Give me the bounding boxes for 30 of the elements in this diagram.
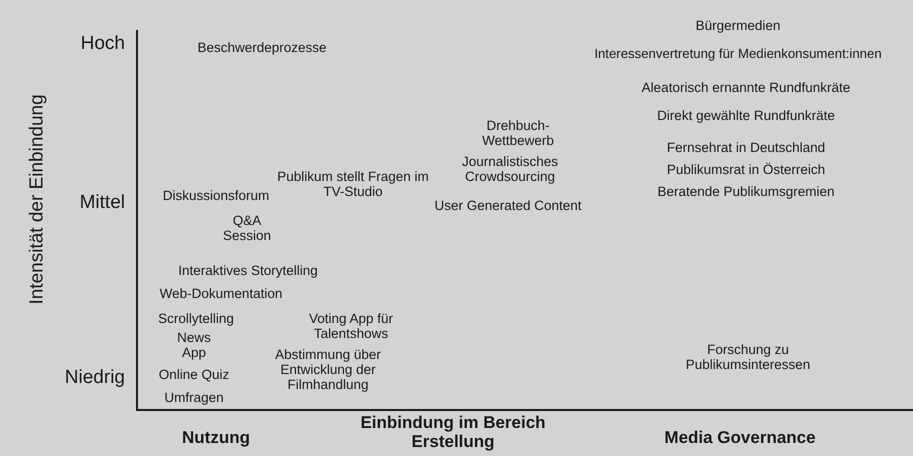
item-label: Aleatorisch ernannte Rundfunkräte xyxy=(640,81,852,96)
item-label: Interaktives Storytelling xyxy=(177,264,319,279)
item-label: Journalistisches Crowdsourcing xyxy=(460,155,560,185)
item-label: News App xyxy=(176,331,212,361)
item-label: Voting App für Talentshows xyxy=(308,312,394,342)
axis-title: Intensität der Einbindung xyxy=(28,93,48,307)
axis-tick-label: Niedrig xyxy=(64,368,125,389)
axis-tick-label: Mittel xyxy=(80,193,125,214)
item-label: User Generated Content xyxy=(433,199,583,214)
item-label: Beratende Publikumsgremien xyxy=(656,185,836,200)
item-label: Publikum stellt Fragen im TV-Studio xyxy=(276,170,430,200)
category-label: Media Governance xyxy=(663,429,817,448)
item-label: Umfragen xyxy=(163,391,225,406)
axis-tick-label: Hoch xyxy=(80,34,125,55)
item-label: Drehbuch- Wettbewerb xyxy=(481,119,555,149)
category-label: Einbindung im Bereich Erstellung xyxy=(359,414,547,452)
item-label: Beschwerdeprozesse xyxy=(196,41,328,56)
item-label: Web-Dokumentation xyxy=(158,287,284,302)
item-label: Forschung zu Publikumsinteressen xyxy=(684,343,812,373)
item-label: Diskussionsforum xyxy=(162,189,270,204)
item-label: Q&A Session xyxy=(222,214,272,244)
item-label: Bürgermedien xyxy=(694,19,782,34)
item-label: Interessenvertretung für Medienkonsument:innen xyxy=(593,47,883,62)
item-label: Online Quiz xyxy=(158,368,230,383)
item-label: Direkt gewählte Rundfunkräte xyxy=(656,109,836,124)
item-label: Scrollytelling xyxy=(157,312,235,327)
category-label: Nutzung xyxy=(181,429,251,448)
item-label: Fernsehrat in Deutschland xyxy=(666,141,826,156)
item-label: Abstimmung über Entwicklung der Filmhandlung xyxy=(274,348,382,393)
item-label: Publikumsrat in Österreich xyxy=(666,163,826,178)
